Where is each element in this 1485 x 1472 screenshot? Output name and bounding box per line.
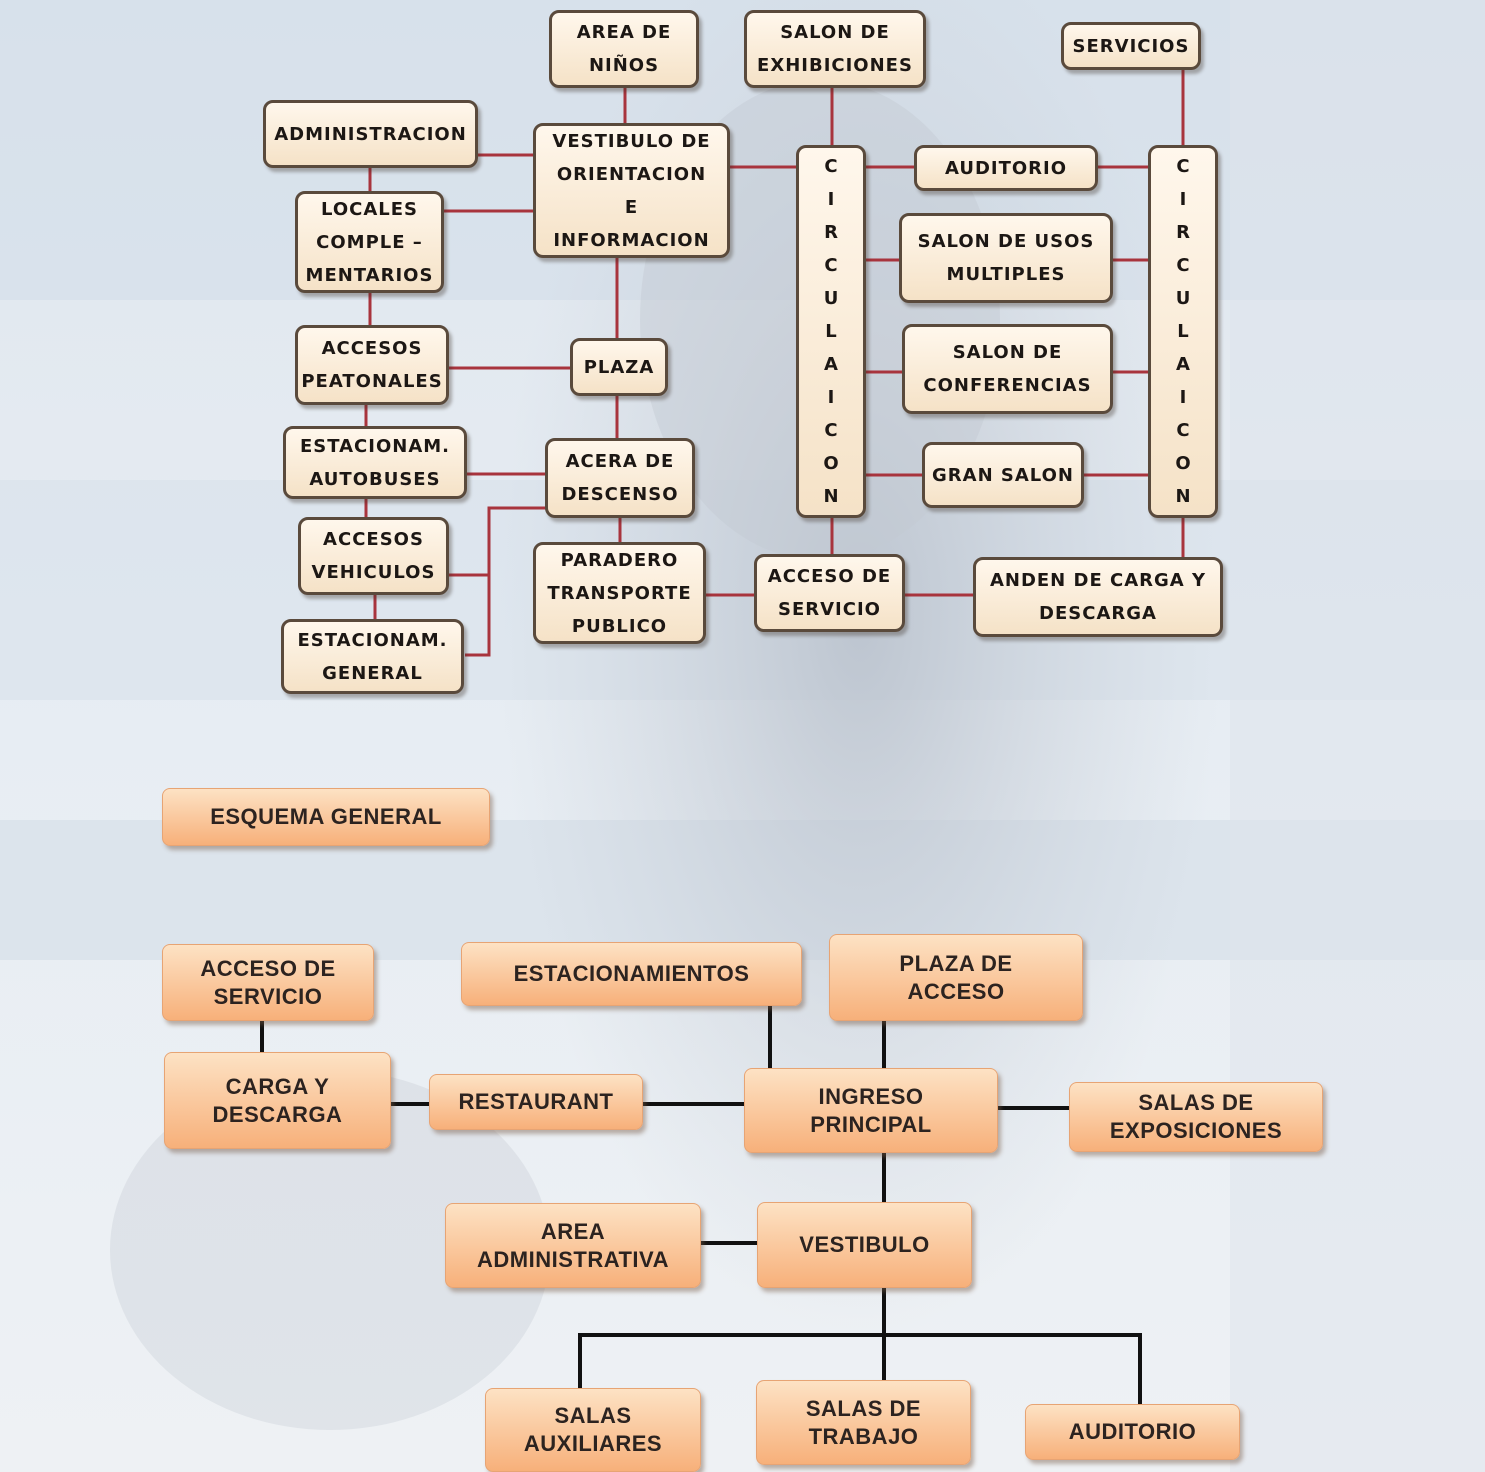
node-salas-trabajo: SALAS DE TRABAJO [756, 1380, 971, 1465]
node-label: C I R C U L A I C O N [823, 156, 839, 507]
node-gran-salon: GRAN SALON [922, 442, 1084, 508]
node-restaurant: RESTAURANT [429, 1074, 643, 1130]
node-auditorio: AUDITORIO [914, 145, 1098, 191]
node-acceso-de-servicio: ACCESO DE SERVICIO [754, 554, 905, 632]
node-label: INGRESO PRINCIPAL [810, 1083, 932, 1137]
node-plaza-de-acceso: PLAZA DE ACCESO [829, 934, 1083, 1021]
node-area-administrativa: AREA ADMINISTRATIVA [445, 1203, 701, 1288]
node-label: AREA ADMINISTRATIVA [477, 1218, 669, 1272]
node-locales-complementarios: LOCALES COMPLE – MENTARIOS [295, 191, 444, 293]
diagram-title: ESQUEMA GENERAL [162, 788, 490, 846]
node-circulacion-left: C I R C U L A I C O N [796, 145, 866, 518]
node-circulacion-right: C I R C U L A I C O N [1148, 145, 1218, 518]
node-label: AUDITORIO [944, 157, 1068, 179]
node-administracion: ADMINISTRACION [263, 100, 478, 168]
node-label: GRAN SALON [932, 464, 1074, 486]
node-label: ESTACIONAM. GENERAL [297, 629, 448, 684]
node-area-ninos: AREA DE NIÑOS [549, 10, 699, 88]
node-label: SALAS DE EXPOSICIONES [1109, 1090, 1283, 1143]
node-label: SERVICIOS [1072, 35, 1190, 57]
node-salas-auxiliares: SALAS AUXILIARES [485, 1388, 701, 1472]
node-acera-descenso: ACERA DE DESCENSO [545, 438, 695, 518]
node-label: AUDITORIO [1068, 1419, 1197, 1444]
node-label: ESTACIONAMIENTOS [513, 961, 750, 986]
node-label: VESTIBULO [799, 1232, 930, 1257]
node-label: VESTIBULO DE ORIENTACION E INFORMACION [552, 130, 711, 251]
node-label: ACCESOS VEHICULOS [311, 529, 436, 583]
node-servicios: SERVICIOS [1061, 22, 1201, 70]
node-vestibulo-orientacion: VESTIBULO DE ORIENTACION E INFORMACION [533, 123, 730, 258]
node-anden-carga-descarga: ANDEN DE CARGA Y DESCARGA [973, 557, 1223, 637]
node-plaza: PLAZA [570, 338, 668, 396]
node-auditorio-lower: AUDITORIO [1025, 1404, 1240, 1460]
node-paradero-transporte: PARADERO TRANSPORTE PUBLICO [533, 542, 706, 644]
node-estacionam-autobuses: ESTACIONAM. AUTOBUSES [283, 426, 467, 499]
node-label: CARGA Y DESCARGA [212, 1073, 343, 1127]
node-estacionamientos: ESTACIONAMIENTOS [461, 942, 802, 1006]
node-label: PLAZA DE ACCESO [899, 950, 1013, 1004]
node-accesos-peatonales: ACCESOS PEATONALES [295, 325, 449, 405]
node-salon-usos-multiples: SALON DE USOS MULTIPLES [899, 213, 1113, 303]
node-acceso-de-servicio-lower: ACCESO DE SERVICIO [162, 944, 374, 1021]
node-label: ACCESO DE SERVICIO [200, 955, 336, 1009]
node-label: LOCALES COMPLE – MENTARIOS [305, 198, 434, 286]
node-label: RESTAURANT [458, 1089, 614, 1114]
node-accesos-vehiculos: ACCESOS VEHICULOS [298, 517, 449, 595]
node-label: SALON DE EXHIBICIONES [757, 22, 913, 76]
title-label: ESQUEMA GENERAL [210, 804, 442, 829]
node-label: SALAS DE TRABAJO [805, 1395, 922, 1449]
node-estacionam-general: ESTACIONAM. GENERAL [281, 619, 464, 694]
node-label: ADMINISTRACION [274, 123, 467, 145]
node-vestibulo: VESTIBULO [757, 1202, 972, 1288]
node-salon-exhibiciones: SALON DE EXHIBICIONES [744, 10, 926, 88]
node-salas-exposiciones: SALAS DE EXPOSICIONES [1069, 1082, 1323, 1152]
node-salon-conferencias: SALON DE CONFERENCIAS [902, 324, 1113, 414]
node-label: AREA DE NIÑOS [576, 22, 672, 76]
node-label: ACERA DE DESCENSO [561, 451, 679, 505]
node-label: C I R C U L A I C O N [1175, 156, 1191, 507]
node-label: ESTACIONAM. AUTOBUSES [299, 435, 451, 490]
node-label: SALAS AUXILIARES [523, 1403, 663, 1456]
node-label: SALON DE USOS MULTIPLES [917, 231, 1095, 285]
node-label: PARADERO TRANSPORTE PUBLICO [547, 549, 692, 637]
node-ingreso-principal: INGRESO PRINCIPAL [744, 1068, 998, 1153]
node-label: SALON DE CONFERENCIAS [923, 342, 1092, 396]
node-label: ANDEN DE CARGA Y DESCARGA [989, 570, 1207, 624]
node-label: PLAZA [583, 356, 655, 378]
node-label: ACCESOS PEATONALES [301, 338, 443, 392]
node-label: ACCESO DE SERVICIO [767, 566, 892, 620]
node-carga-descarga: CARGA Y DESCARGA [164, 1052, 391, 1149]
